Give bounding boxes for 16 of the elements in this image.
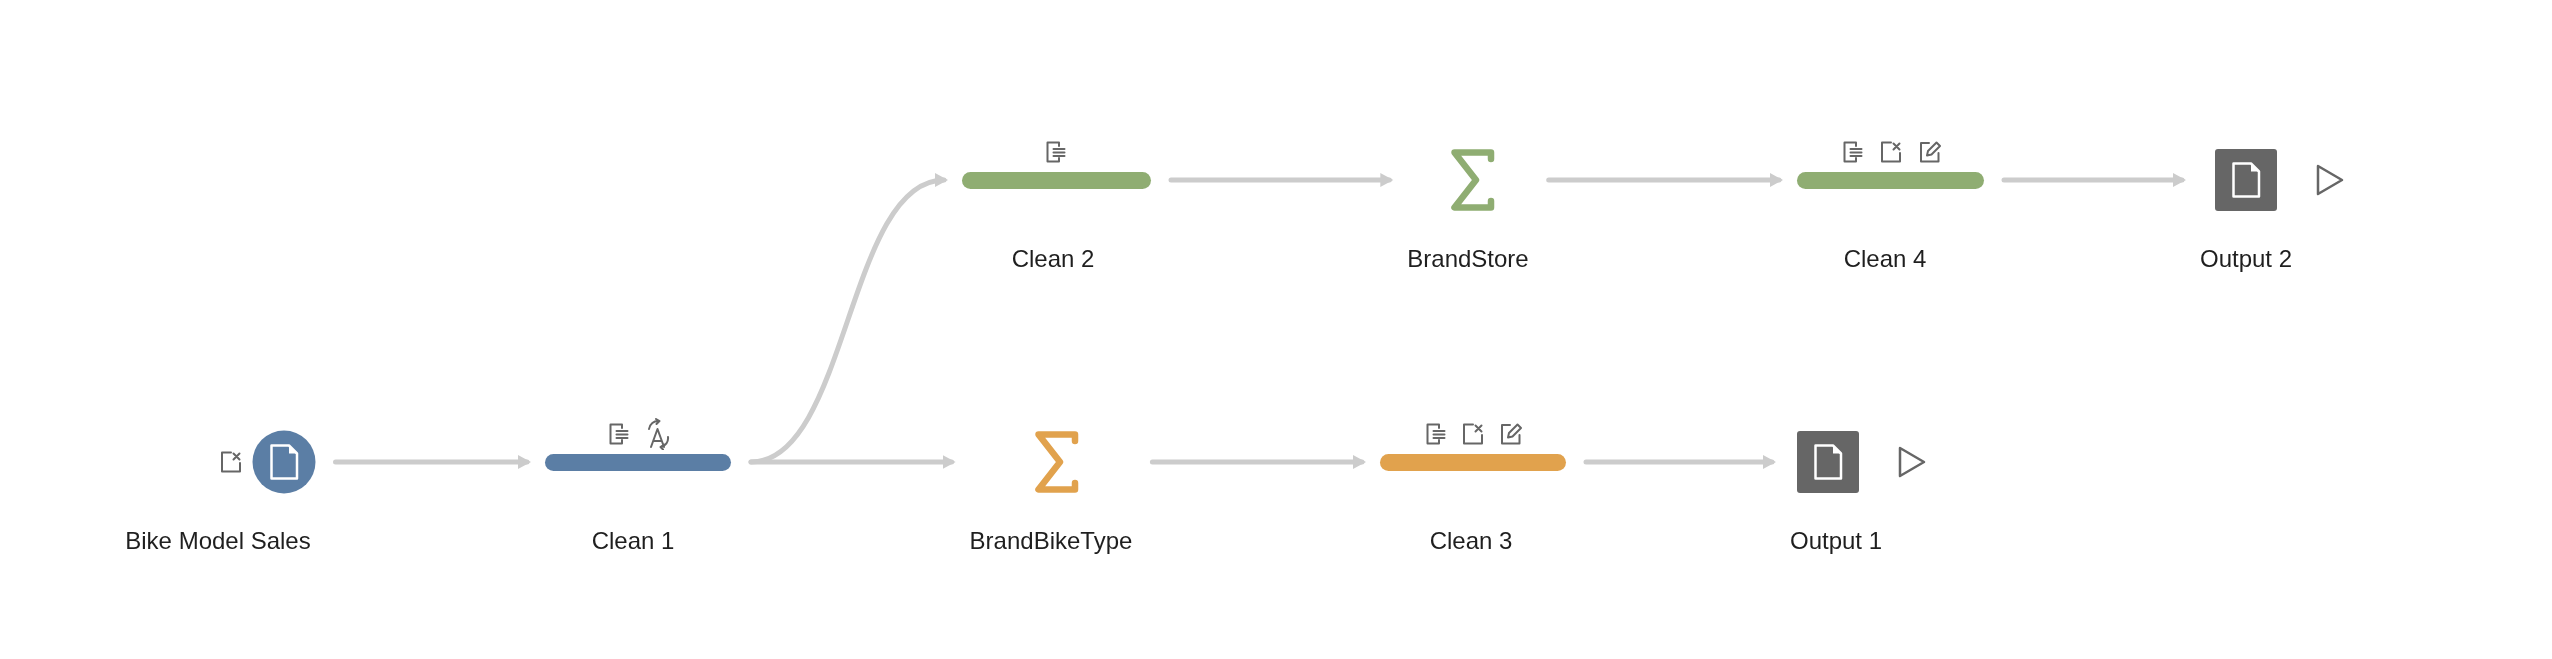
node-label: Output 1 — [1789, 527, 1883, 555]
node-label: Clean 4 — [1843, 245, 1927, 273]
node-label: BrandStore — [1407, 245, 1529, 273]
node-label: Clean 2 — [1011, 245, 1095, 273]
arrow — [1583, 455, 1776, 469]
arrow — [1149, 455, 1366, 469]
arrow — [1546, 173, 1783, 187]
node-label: Output 2 — [2199, 245, 2293, 273]
node-label: BrandBikeType — [969, 527, 1133, 555]
arrow — [333, 455, 531, 469]
node-label: Clean 3 — [1429, 527, 1513, 555]
node-label: Bike Model Sales — [125, 527, 311, 555]
node-label: Clean 1 — [591, 527, 675, 555]
arrow — [1168, 173, 1394, 187]
arrow — [2001, 173, 2186, 187]
arrow — [748, 455, 956, 469]
